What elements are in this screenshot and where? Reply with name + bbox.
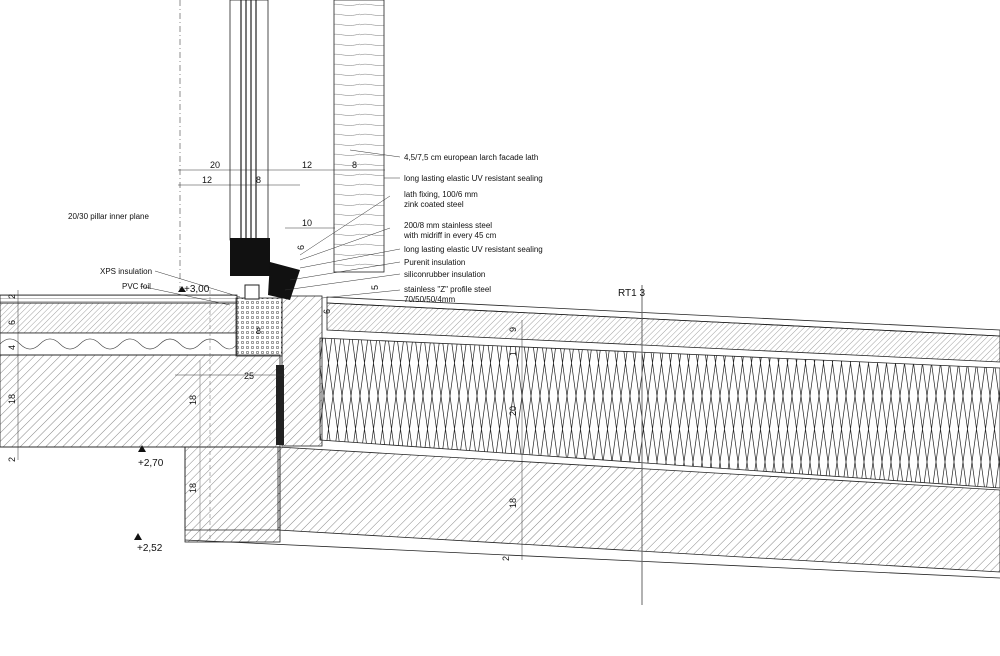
level-marker-252: +2,52 xyxy=(134,533,163,554)
dim-6b: 6 xyxy=(322,309,332,314)
right-roof-buildup xyxy=(184,296,1000,579)
label-lath-fixing-1: lath fixing, 100/6 mm xyxy=(404,190,478,199)
dim-2c: 2 xyxy=(501,556,511,561)
label-zprofile-1: stainless "Z" profile steel xyxy=(404,285,491,294)
dim-5: 5 xyxy=(370,285,380,290)
dimension-lines xyxy=(17,169,523,560)
dim-8c: 8 xyxy=(256,326,261,336)
dim-6c: 6 xyxy=(7,320,17,325)
label-purenit: Purenit insulation xyxy=(404,258,465,267)
dim-8b: 8 xyxy=(352,160,357,170)
svg-text:+2,70: +2,70 xyxy=(138,458,164,469)
label-sealing-2: long lasting elastic UV resistant sealin… xyxy=(404,245,543,254)
section-mark: RT1 3 xyxy=(618,288,645,299)
label-lath-fixing-2: zink coated steel xyxy=(404,200,464,209)
dim-18c: 18 xyxy=(508,498,518,508)
svg-text:+2,52: +2,52 xyxy=(137,543,163,554)
window-frame xyxy=(229,0,283,357)
label-silicon: siliconrubber insulation xyxy=(404,270,485,279)
dim-2a: 2 xyxy=(7,294,17,299)
dim-12a: 12 xyxy=(202,175,212,185)
dim-20v: 20 xyxy=(508,406,518,416)
dim-6a: 6 xyxy=(296,245,306,250)
parapet-beam xyxy=(276,295,323,447)
dim-18d: 18 xyxy=(188,483,198,493)
level-marker-300: +3,00 xyxy=(178,284,210,295)
dim-4: 4 xyxy=(7,345,17,350)
dim-18a: 18 xyxy=(7,394,17,404)
label-zprofile-2: 70/50/50/4mm xyxy=(404,295,455,304)
label-stainless-2: with midriff in every 45 cm xyxy=(403,231,497,240)
label-stainless-1: 200/8 mm stainless steel xyxy=(404,221,492,230)
leader-lines xyxy=(139,149,401,306)
label-pillar: 20/30 pillar inner plane xyxy=(68,212,149,221)
label-pvc: PVC foil xyxy=(122,282,151,291)
dim-8a: 8 xyxy=(256,175,261,185)
label-xps: XPS insulation xyxy=(100,267,152,276)
dim-1: 1 xyxy=(508,351,518,356)
dim-12b: 12 xyxy=(302,160,312,170)
dim-25: 25 xyxy=(244,371,254,381)
dim-18b: 18 xyxy=(188,395,198,405)
dim-9: 9 xyxy=(508,327,518,332)
label-larch-lath: 4,5/7,5 cm european larch facade lath xyxy=(404,153,538,162)
dim-20: 20 xyxy=(210,160,220,170)
dim-2b: 2 xyxy=(7,457,17,462)
label-sealing-1: long lasting elastic UV resistant sealin… xyxy=(404,174,543,183)
dim-10: 10 xyxy=(302,218,312,228)
level-marker-270: +2,70 xyxy=(138,445,164,469)
svg-text:+3,00: +3,00 xyxy=(184,284,210,295)
larch-lath xyxy=(268,0,385,300)
